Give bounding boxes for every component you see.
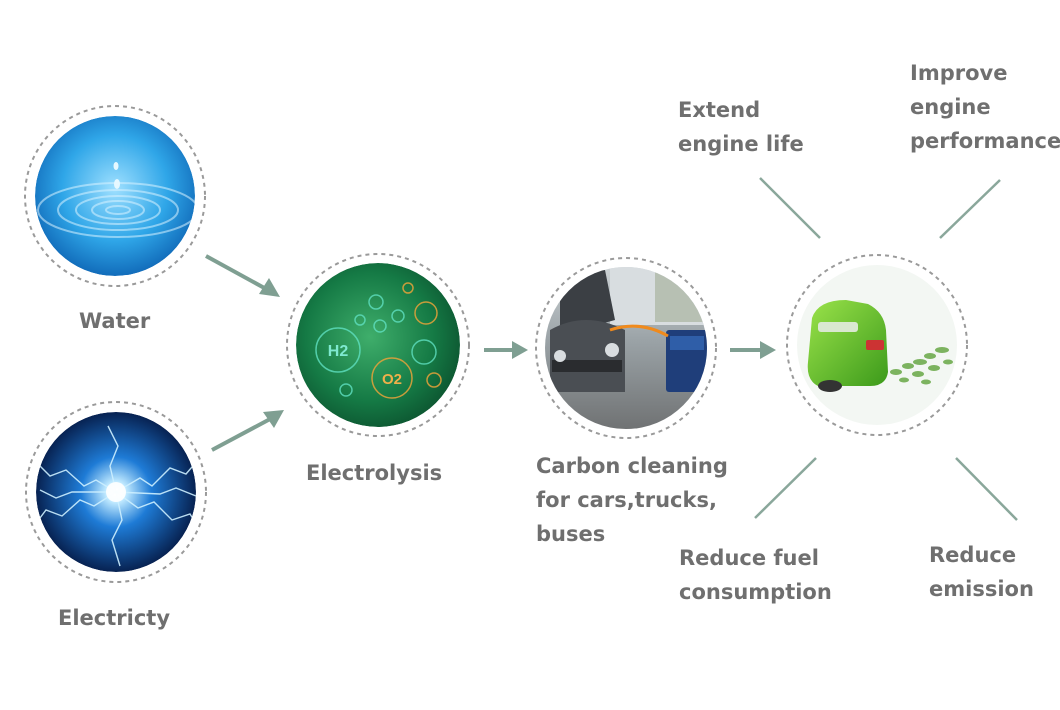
electricity-ring <box>25 401 207 583</box>
electrolysis-label: Electrolysis <box>306 461 443 485</box>
water-label: Water <box>79 309 151 333</box>
water-image <box>35 116 195 276</box>
arrowhead-cleaning <box>760 341 776 359</box>
electrolysis-image: H2 O2 <box>296 263 460 427</box>
arrow-electricity-to-electrolysis <box>211 416 273 452</box>
carbon-cleaning-ring <box>535 257 717 439</box>
arrowhead-electricity <box>263 410 284 428</box>
reduce-fuel-consumption-label: Reduce fuel consumption <box>679 546 832 604</box>
h2-molecule-label: H2 <box>328 343 349 360</box>
spoke-improve-performance <box>939 179 1001 239</box>
carbon-cleaning-label: Carbon cleaning for cars,trucks, buses <box>536 449 728 551</box>
improve-engine-performance-label: Improve engine performance <box>910 61 1060 153</box>
spoke-reduce-emission <box>955 457 1018 521</box>
water-ring <box>24 105 206 287</box>
extend-engine-life-label: Extend engine life <box>678 98 804 156</box>
carbon-cleaning-line-3: buses <box>536 522 606 546</box>
arrowhead-electrolysis <box>512 341 528 359</box>
o2-molecule-label: O2 <box>382 371 402 388</box>
carbon-cleaning-line-1: Carbon cleaning <box>536 454 728 478</box>
spoke-extend-life <box>759 177 821 239</box>
car-ring <box>786 254 968 436</box>
electrolysis-ring <box>286 253 470 437</box>
electricity-image <box>36 412 196 572</box>
carbon-cleaning-line-2: for cars,trucks, <box>536 488 717 512</box>
spoke-reduce-fuel <box>754 457 817 519</box>
electricity-label: Electricty <box>58 606 171 630</box>
reduce-emission-label: Reduce emission <box>929 543 1034 601</box>
green-car-image <box>797 265 957 425</box>
arrowhead-water <box>259 278 280 297</box>
arrow-water-to-electrolysis <box>205 254 269 292</box>
